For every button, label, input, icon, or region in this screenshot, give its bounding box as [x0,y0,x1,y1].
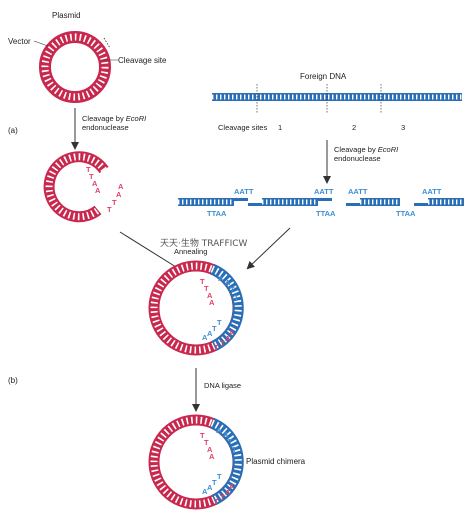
foreign-fragment-1 [178,198,248,206]
cleavage-site-label: Cleavage site [118,56,167,65]
site-1-label: 1 [278,123,282,132]
svg-text:A: A [225,278,231,287]
svg-text:A: A [209,298,215,307]
svg-text:A: A [207,445,213,454]
svg-text:A: A [95,186,101,195]
panel-b-label: (b) [8,376,18,385]
svg-text:T: T [217,318,222,327]
svg-text:A: A [216,426,222,435]
plasmid-chimera-label: Plasmid chimera [246,457,306,466]
fragment-3-ttaa: TTAA [396,209,416,218]
foreign-fragment-3 [346,198,400,206]
svg-text:T: T [234,293,239,302]
annealed-sticky-bottom: A A T T T T A A [202,318,235,352]
fragment-2-ttaa: TTAA [316,209,336,218]
chimera-sticky-bottom: A A T T T T A A [202,472,235,506]
svg-text:T: T [204,284,209,293]
foreign-fragment-4 [414,198,464,206]
cleavage-text-right-1: Cleavage by EcoRI [334,145,398,154]
svg-text:T: T [220,493,225,502]
cleavage-text-left-2: endonuclease [82,123,129,132]
svg-text:A: A [229,328,235,337]
svg-text:T: T [200,431,205,440]
foreign-dna-label: Foreign DNA [300,72,347,81]
annealed-sticky-top: A A T T T T A A [200,274,239,307]
cleavage-text-left-1: Cleavage by EcoRI [82,114,146,123]
svg-text:A: A [229,482,235,491]
svg-text:T: T [232,445,237,454]
svg-text:A: A [209,452,215,461]
svg-text:A: A [118,182,124,191]
vector-label: Vector [8,37,31,46]
svg-text:A: A [92,179,98,188]
panel-a-label: (a) [8,126,18,135]
plasmid-chimera [148,414,244,510]
svg-text:T: T [112,198,117,207]
plasmid-ring [39,31,111,103]
svg-text:A: A [116,190,122,199]
svg-text:T: T [212,324,217,333]
dna-ligase-label: DNA ligase [204,381,241,390]
fragment-3-aatt: AATT [348,187,368,196]
annealing-label: Annealing [174,247,207,256]
cleavage-site-mark [103,37,111,49]
watermark-text: 天天·生物 TRAFFICW [160,237,248,249]
svg-text:T: T [212,478,217,487]
svg-text:A: A [202,487,208,496]
fragment-1-aatt: AATT [234,187,254,196]
svg-text:A: A [223,430,229,439]
svg-text:T: T [86,165,91,174]
svg-text:T: T [214,497,219,506]
svg-text:A: A [207,291,213,300]
svg-text:T: T [230,285,235,294]
fragment-1-ttaa: TTAA [207,209,227,218]
svg-text:T: T [220,339,225,348]
svg-text:A: A [225,488,231,497]
svg-text:A: A [225,334,231,343]
svg-text:T: T [228,437,233,446]
svg-text:A: A [207,329,213,338]
open-plasmid-sticky-end-2: A A T T [107,182,124,214]
fragment-4-aatt: AATT [422,187,442,196]
annealing-arrow-left [119,231,186,274]
svg-text:T: T [204,438,209,447]
svg-text:A: A [202,333,208,342]
svg-text:T: T [214,343,219,352]
foreign-fragment-2 [248,198,332,206]
site-3-label: 3 [401,123,405,132]
annealing-arrow-right [246,227,291,270]
cleavage-sites-label: Cleavage sites [218,123,267,132]
svg-text:T: T [89,172,94,181]
fragment-2-aatt: AATT [314,187,334,196]
svg-text:A: A [218,274,224,283]
plasmid-label: Plasmid [52,11,80,20]
annealed-plasmid [148,260,244,356]
foreign-dna-strand [212,93,462,101]
svg-text:T: T [200,277,205,286]
svg-text:T: T [107,205,112,214]
chimera-sticky-top: A A T T T T A A [200,426,237,461]
vector-pointer [33,40,49,47]
site-2-label: 2 [352,123,356,132]
cleavage-text-right-2: endonuclease [334,154,381,163]
svg-text:T: T [217,472,222,481]
open-plasmid [43,151,109,223]
open-plasmid-sticky-end-1: T T A A [86,165,101,195]
svg-text:A: A [207,483,213,492]
